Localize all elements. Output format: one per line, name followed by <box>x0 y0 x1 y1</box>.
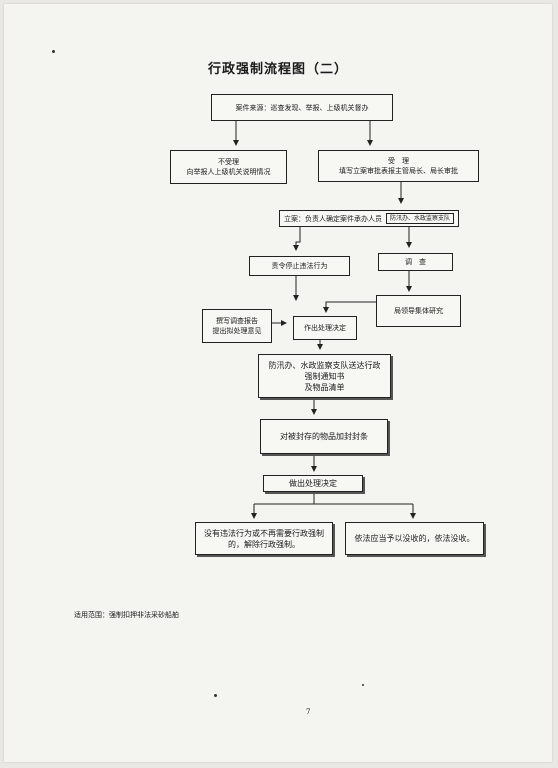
node-confiscate: 依法应当予以没收的，依法没收。 <box>345 522 484 555</box>
flow-connectors <box>233 121 416 519</box>
scan-speck <box>362 684 364 686</box>
scan-speck <box>214 694 217 697</box>
scan-speck <box>52 50 55 53</box>
filing-department-tag: 防汛办、水政监察支队 <box>385 213 454 224</box>
document-page: 行政强制流程图（二） <box>4 4 552 762</box>
page-title: 行政强制流程图（二） <box>207 62 348 77</box>
node-investigate: 调 查 <box>378 253 453 271</box>
node-collective-review: 局领导集体研究 <box>376 295 461 327</box>
node-case-source: 案件来源：巡查发现、举报、上级机关督办 <box>211 94 393 121</box>
node-decision: 作出处理决定 <box>293 316 357 340</box>
node-seal-items: 对被封存的物品加封封条 <box>260 419 388 454</box>
scope-note: 适用范围：强制扣押非法采砂船舶 <box>74 611 179 619</box>
node-enforcement-notice: 防汛办、水政监察支队送达行政 强制通知书 及物品清单 <box>258 354 391 398</box>
node-make-decision: 做出处理决定 <box>263 475 363 492</box>
node-accept: 受 理 填写立案审批表报主管局长、局长审批 <box>318 150 479 182</box>
node-release-enforcement: 没有违法行为或不再需要行政强制 的，解除行政强制。 <box>195 522 333 555</box>
node-filing: 立案：负责人确定案件承办人员 防汛办、水政监察支队 <box>279 210 459 227</box>
node-order-stop: 责令停止违法行为 <box>249 256 350 276</box>
node-reject: 不受理 向举报人上级机关说明情况 <box>170 150 287 184</box>
page-number: 7 <box>306 708 311 716</box>
node-investigation-report: 撰写调查报告 提出拟处理意见 <box>202 309 272 343</box>
